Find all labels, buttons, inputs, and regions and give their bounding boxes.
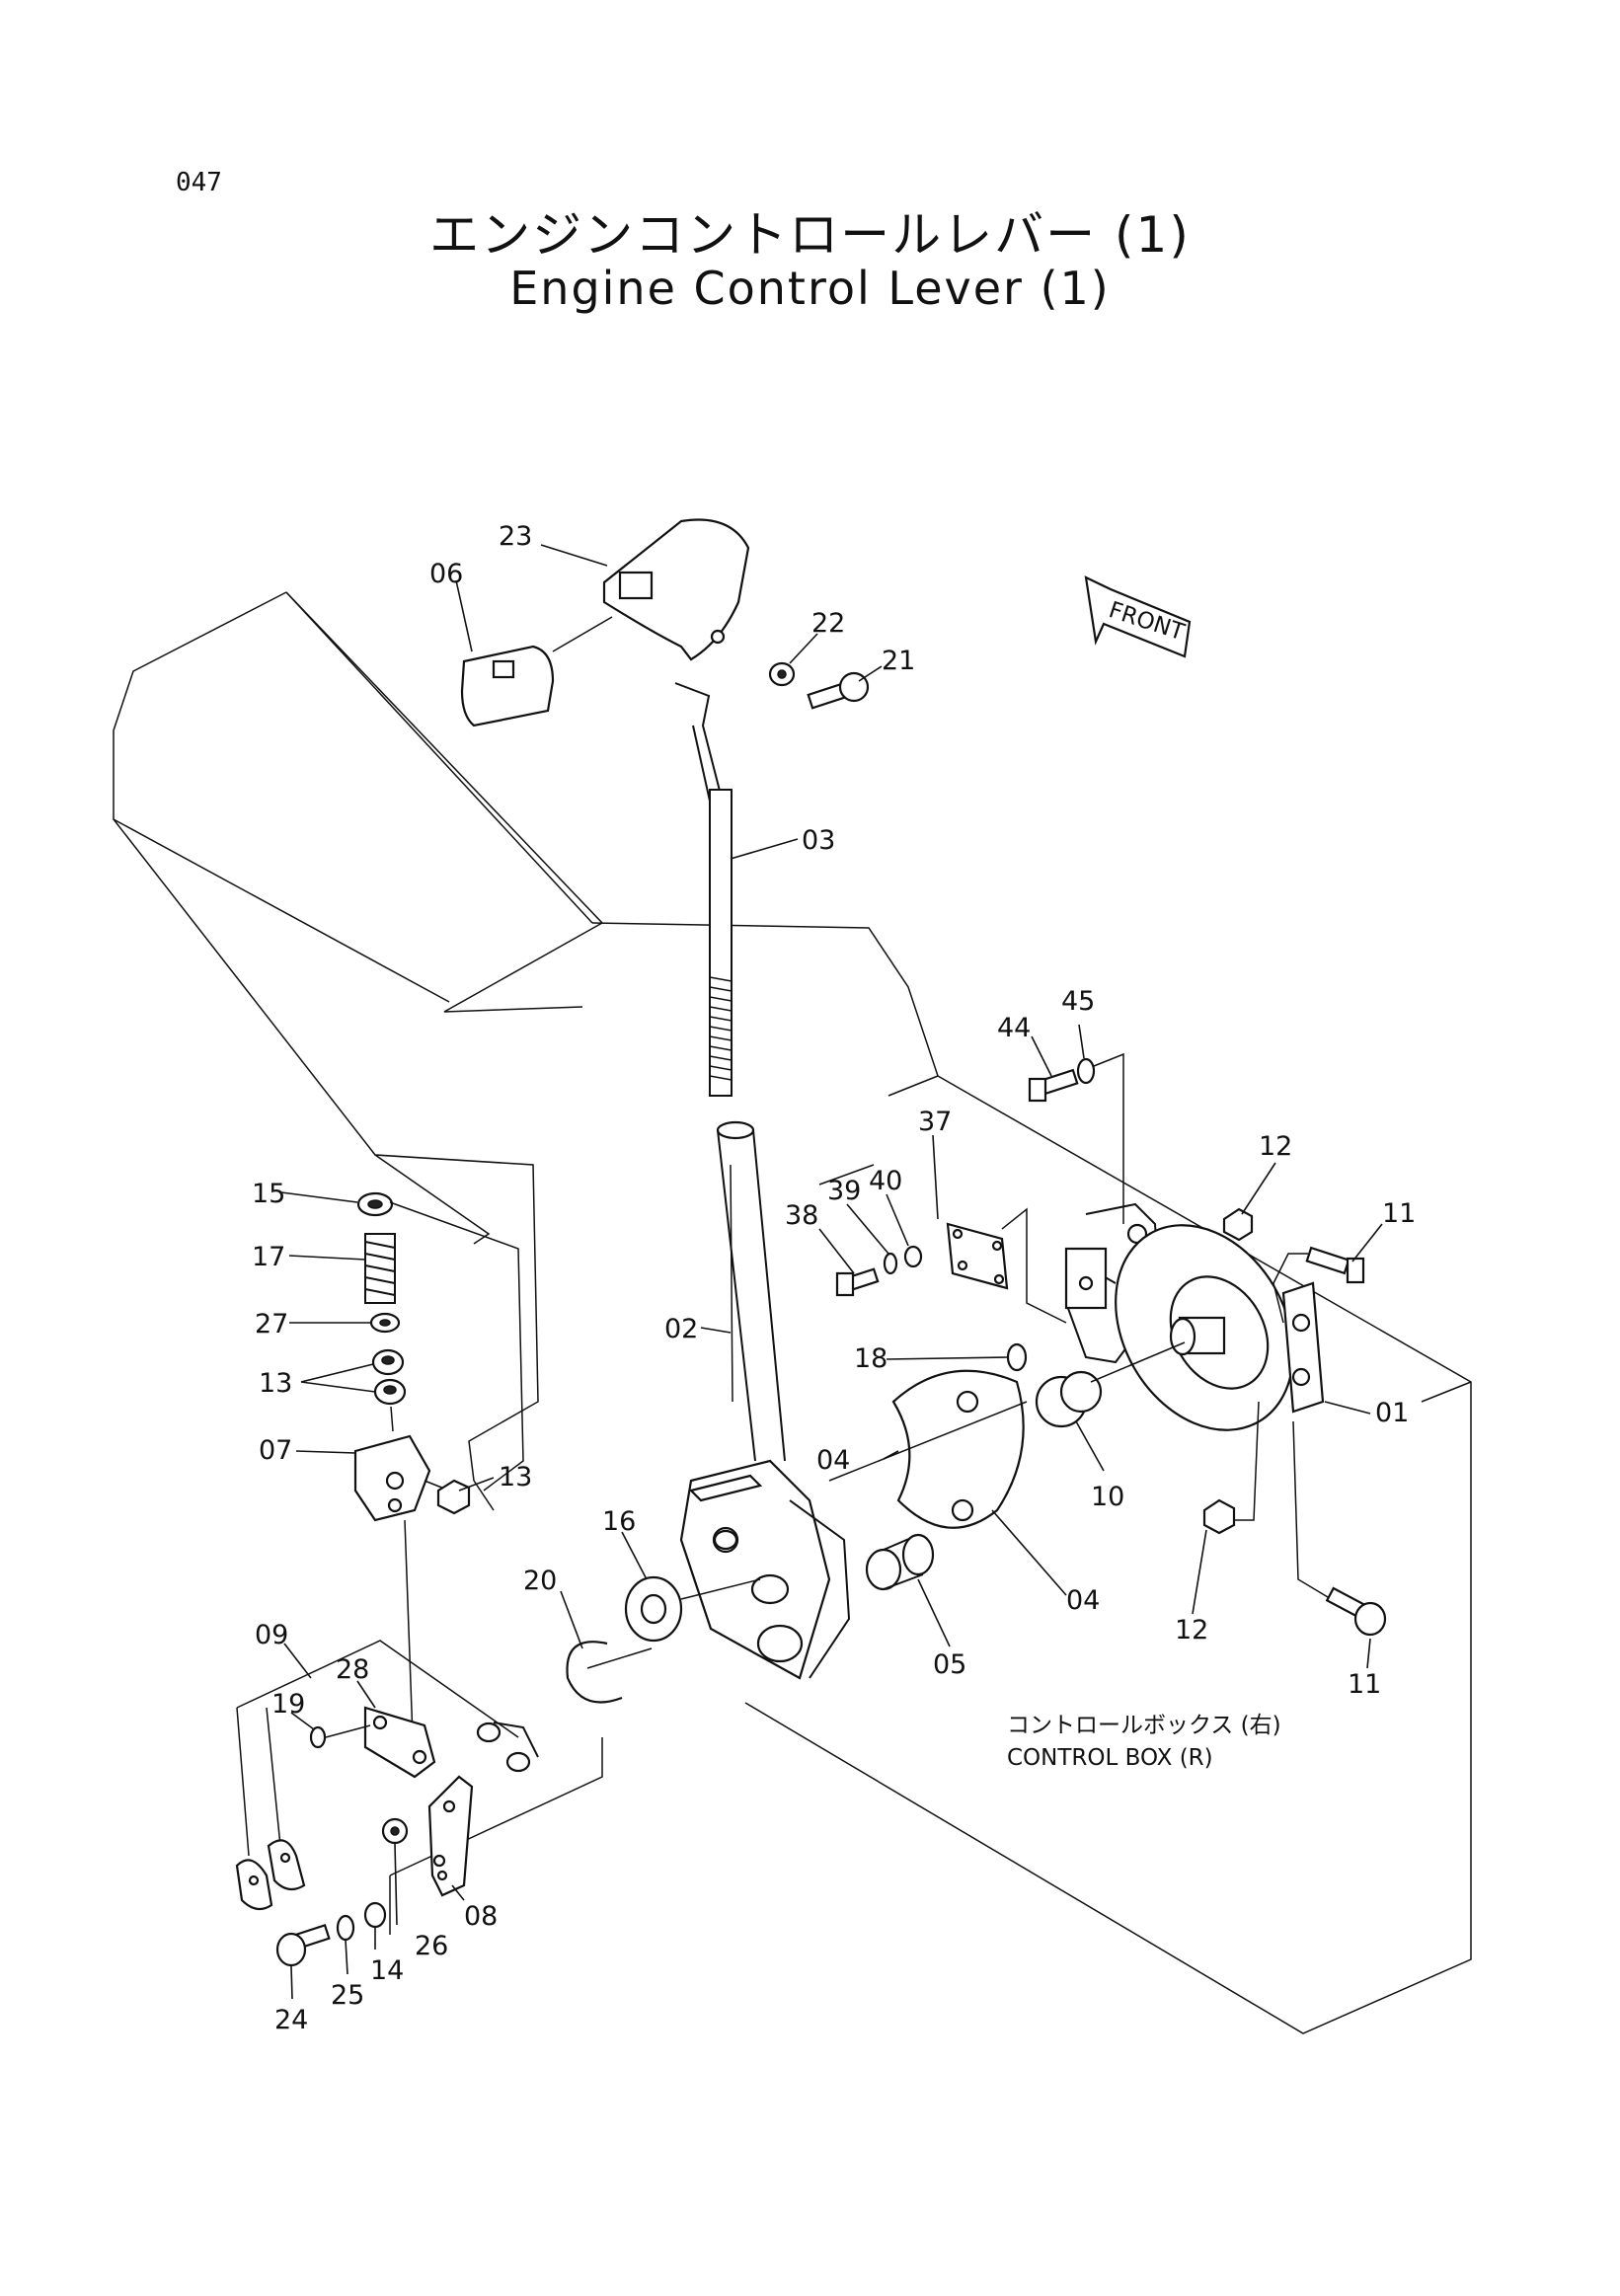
washer-16 xyxy=(624,1575,761,1643)
callout-25: 25 xyxy=(331,1980,364,2011)
callout-02: 02 xyxy=(664,1314,698,1344)
title-english: Engine Control Lever (1) xyxy=(509,262,1111,315)
callout-09: 09 xyxy=(255,1620,288,1650)
lever-pipe-02 xyxy=(716,1120,786,1462)
callout-04-lower: 04 xyxy=(1066,1585,1100,1616)
washer-14 xyxy=(363,1901,387,1929)
washer-26 xyxy=(381,1817,409,1845)
nut-12a xyxy=(1222,1207,1254,1242)
bolt-11a xyxy=(1273,1246,1365,1324)
callout-06: 06 xyxy=(429,559,463,589)
ring-19 xyxy=(309,1725,327,1749)
bolt-24 xyxy=(275,1924,331,1967)
callout-21: 21 xyxy=(882,646,915,676)
callout-20: 20 xyxy=(523,1566,557,1596)
plate-08 xyxy=(427,1775,474,1897)
e-ring-20 xyxy=(566,1641,653,1704)
lever-arm xyxy=(679,1459,851,1680)
callout-16: 16 xyxy=(602,1506,636,1537)
caption-english: CONTROL BOX (R) xyxy=(1007,1745,1213,1771)
callout-05: 05 xyxy=(933,1649,966,1680)
console-housing xyxy=(113,591,1472,2034)
nut-12b xyxy=(1202,1401,1260,1535)
plate-37 xyxy=(946,1207,1067,1324)
callout-12-upper: 12 xyxy=(1259,1131,1292,1162)
nut-15 xyxy=(356,1191,524,1492)
nut-13b xyxy=(436,1479,471,1515)
washer-45 xyxy=(1076,1052,1124,1224)
clevis-07 xyxy=(353,1434,450,1738)
callout-23: 23 xyxy=(499,521,532,552)
callout-17: 17 xyxy=(252,1242,285,1272)
collar-05 xyxy=(865,1533,935,1591)
knob-23 xyxy=(602,518,750,661)
callout-04-upper: 04 xyxy=(816,1445,850,1476)
leader-lines xyxy=(280,544,1383,2000)
spring-17 xyxy=(364,1233,396,1304)
screw-38 xyxy=(835,1267,880,1297)
callout-15: 15 xyxy=(252,1179,285,1209)
caption-japanese: コントロールボックス (右) xyxy=(1007,1713,1281,1738)
front-marker: FRONT xyxy=(1084,575,1192,658)
drum-plate xyxy=(1115,1224,1294,1431)
bracket-01 xyxy=(1281,1281,1325,1414)
nuts-13 xyxy=(371,1348,407,1432)
callout-18: 18 xyxy=(854,1343,887,1374)
page-number: 047 xyxy=(176,168,222,197)
callout-28: 28 xyxy=(336,1654,369,1685)
callout-19: 19 xyxy=(271,1689,305,1720)
callout-14: 14 xyxy=(370,1955,404,1986)
ring-18 xyxy=(1006,1342,1028,1372)
callout-38: 38 xyxy=(785,1200,818,1231)
pin-links xyxy=(476,1529,738,1773)
callout-11-lower: 11 xyxy=(1348,1669,1381,1700)
callout-01: 01 xyxy=(1375,1398,1409,1428)
callout-37: 37 xyxy=(918,1107,952,1137)
callout-03: 03 xyxy=(802,825,835,856)
callout-13-upper: 13 xyxy=(259,1368,292,1399)
callout-11-upper: 11 xyxy=(1382,1198,1416,1229)
callout-26: 26 xyxy=(415,1931,448,1961)
lever-rod-03 xyxy=(674,682,733,1097)
shield-04 xyxy=(828,1369,1028,1529)
callout-24: 24 xyxy=(274,2005,308,2035)
callout-08: 08 xyxy=(464,1901,498,1932)
bolt-11b xyxy=(1292,1420,1387,1637)
callout-40: 40 xyxy=(869,1166,902,1196)
callout-07: 07 xyxy=(259,1435,292,1466)
callout-10: 10 xyxy=(1091,1482,1124,1512)
callout-13-lower: 13 xyxy=(499,1462,532,1492)
ring-39 xyxy=(883,1252,898,1275)
ring-25 xyxy=(336,1914,355,1942)
washer-40 xyxy=(903,1245,923,1268)
screw-21 xyxy=(807,671,870,710)
callout-12-lower: 12 xyxy=(1175,1615,1208,1645)
link-09 xyxy=(235,1640,519,1911)
washer-22 xyxy=(768,661,796,687)
bolt-44 xyxy=(1028,1068,1079,1103)
callout-labels: 23 06 22 21 03 44 45 37 40 39 38 12 11 1… xyxy=(252,521,1416,2035)
callout-27: 27 xyxy=(255,1309,288,1339)
callout-44: 44 xyxy=(997,1013,1031,1043)
knob-insert-06 xyxy=(460,616,613,727)
plate-28 xyxy=(325,1706,436,1779)
callout-39: 39 xyxy=(827,1176,861,1206)
title-japanese: エンジンコントロールレバー (1) xyxy=(429,206,1191,264)
washer-27 xyxy=(369,1312,401,1334)
callout-22: 22 xyxy=(811,608,845,639)
bushing-10 xyxy=(1035,1341,1186,1428)
callout-45: 45 xyxy=(1061,986,1095,1017)
